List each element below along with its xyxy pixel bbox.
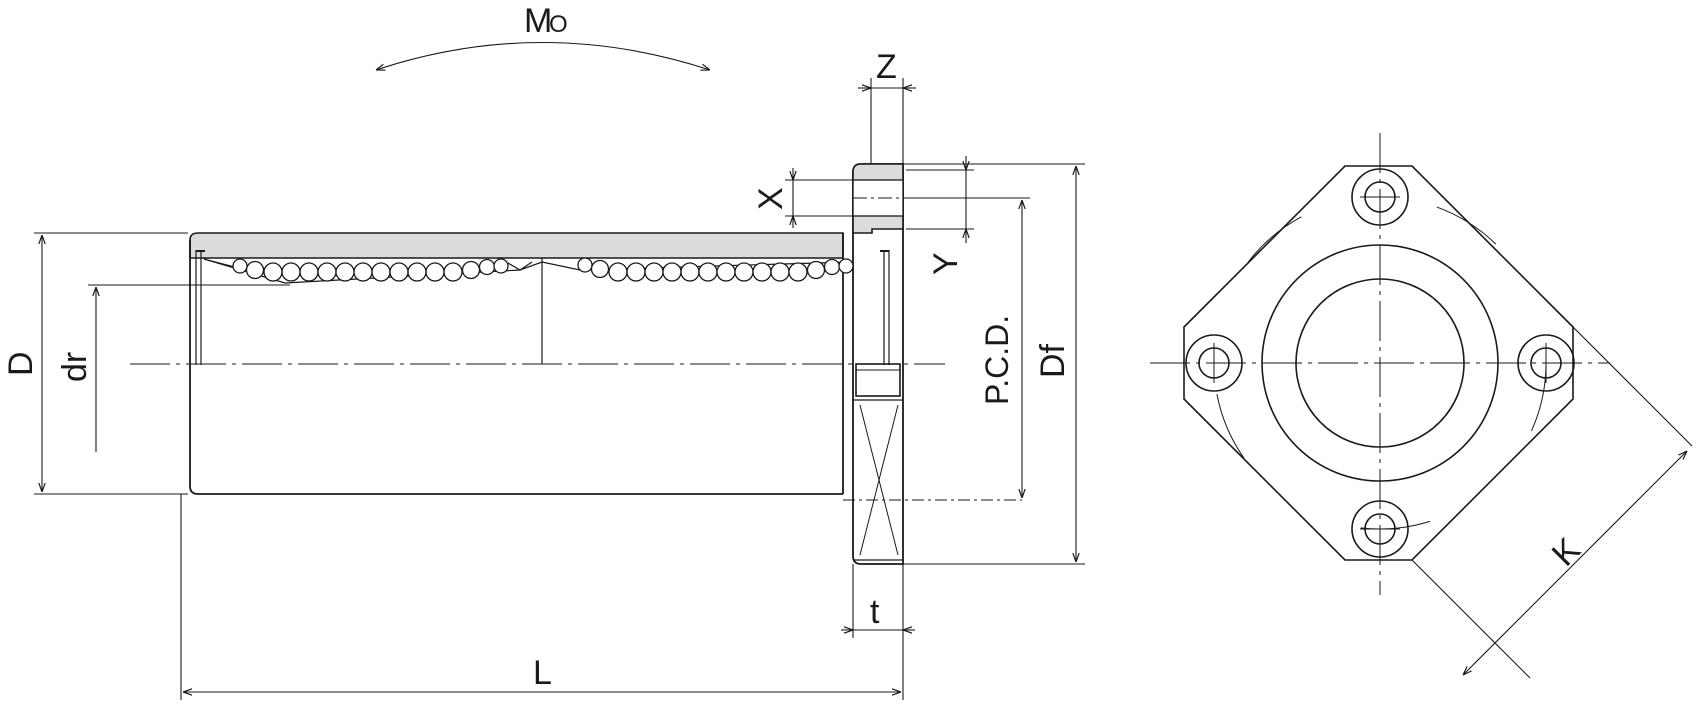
label-L: L (533, 654, 552, 692)
label-Z: Z (876, 48, 897, 86)
label-X: X (752, 187, 790, 210)
flange-section-x2 (859, 404, 899, 556)
label-pcd: P.C.D. (979, 315, 1015, 405)
label-Y: Y (927, 252, 965, 275)
label-D: D (2, 351, 40, 376)
housing-band (189, 232, 844, 259)
ball-row-right (577, 257, 854, 282)
label-Df: Df (1034, 343, 1072, 378)
bushing-body (189, 240, 843, 495)
side-view (130, 163, 1022, 565)
moment-subscript: O (549, 11, 568, 38)
moment-arrow (376, 42, 710, 71)
label-t: t (870, 593, 880, 631)
dimension-lines (34, 42, 1085, 700)
label-K: K (1545, 531, 1588, 574)
label-dr: dr (56, 352, 94, 382)
moment-label: M (524, 2, 552, 40)
ball-row-left (232, 258, 509, 282)
front-view (1150, 133, 1693, 679)
